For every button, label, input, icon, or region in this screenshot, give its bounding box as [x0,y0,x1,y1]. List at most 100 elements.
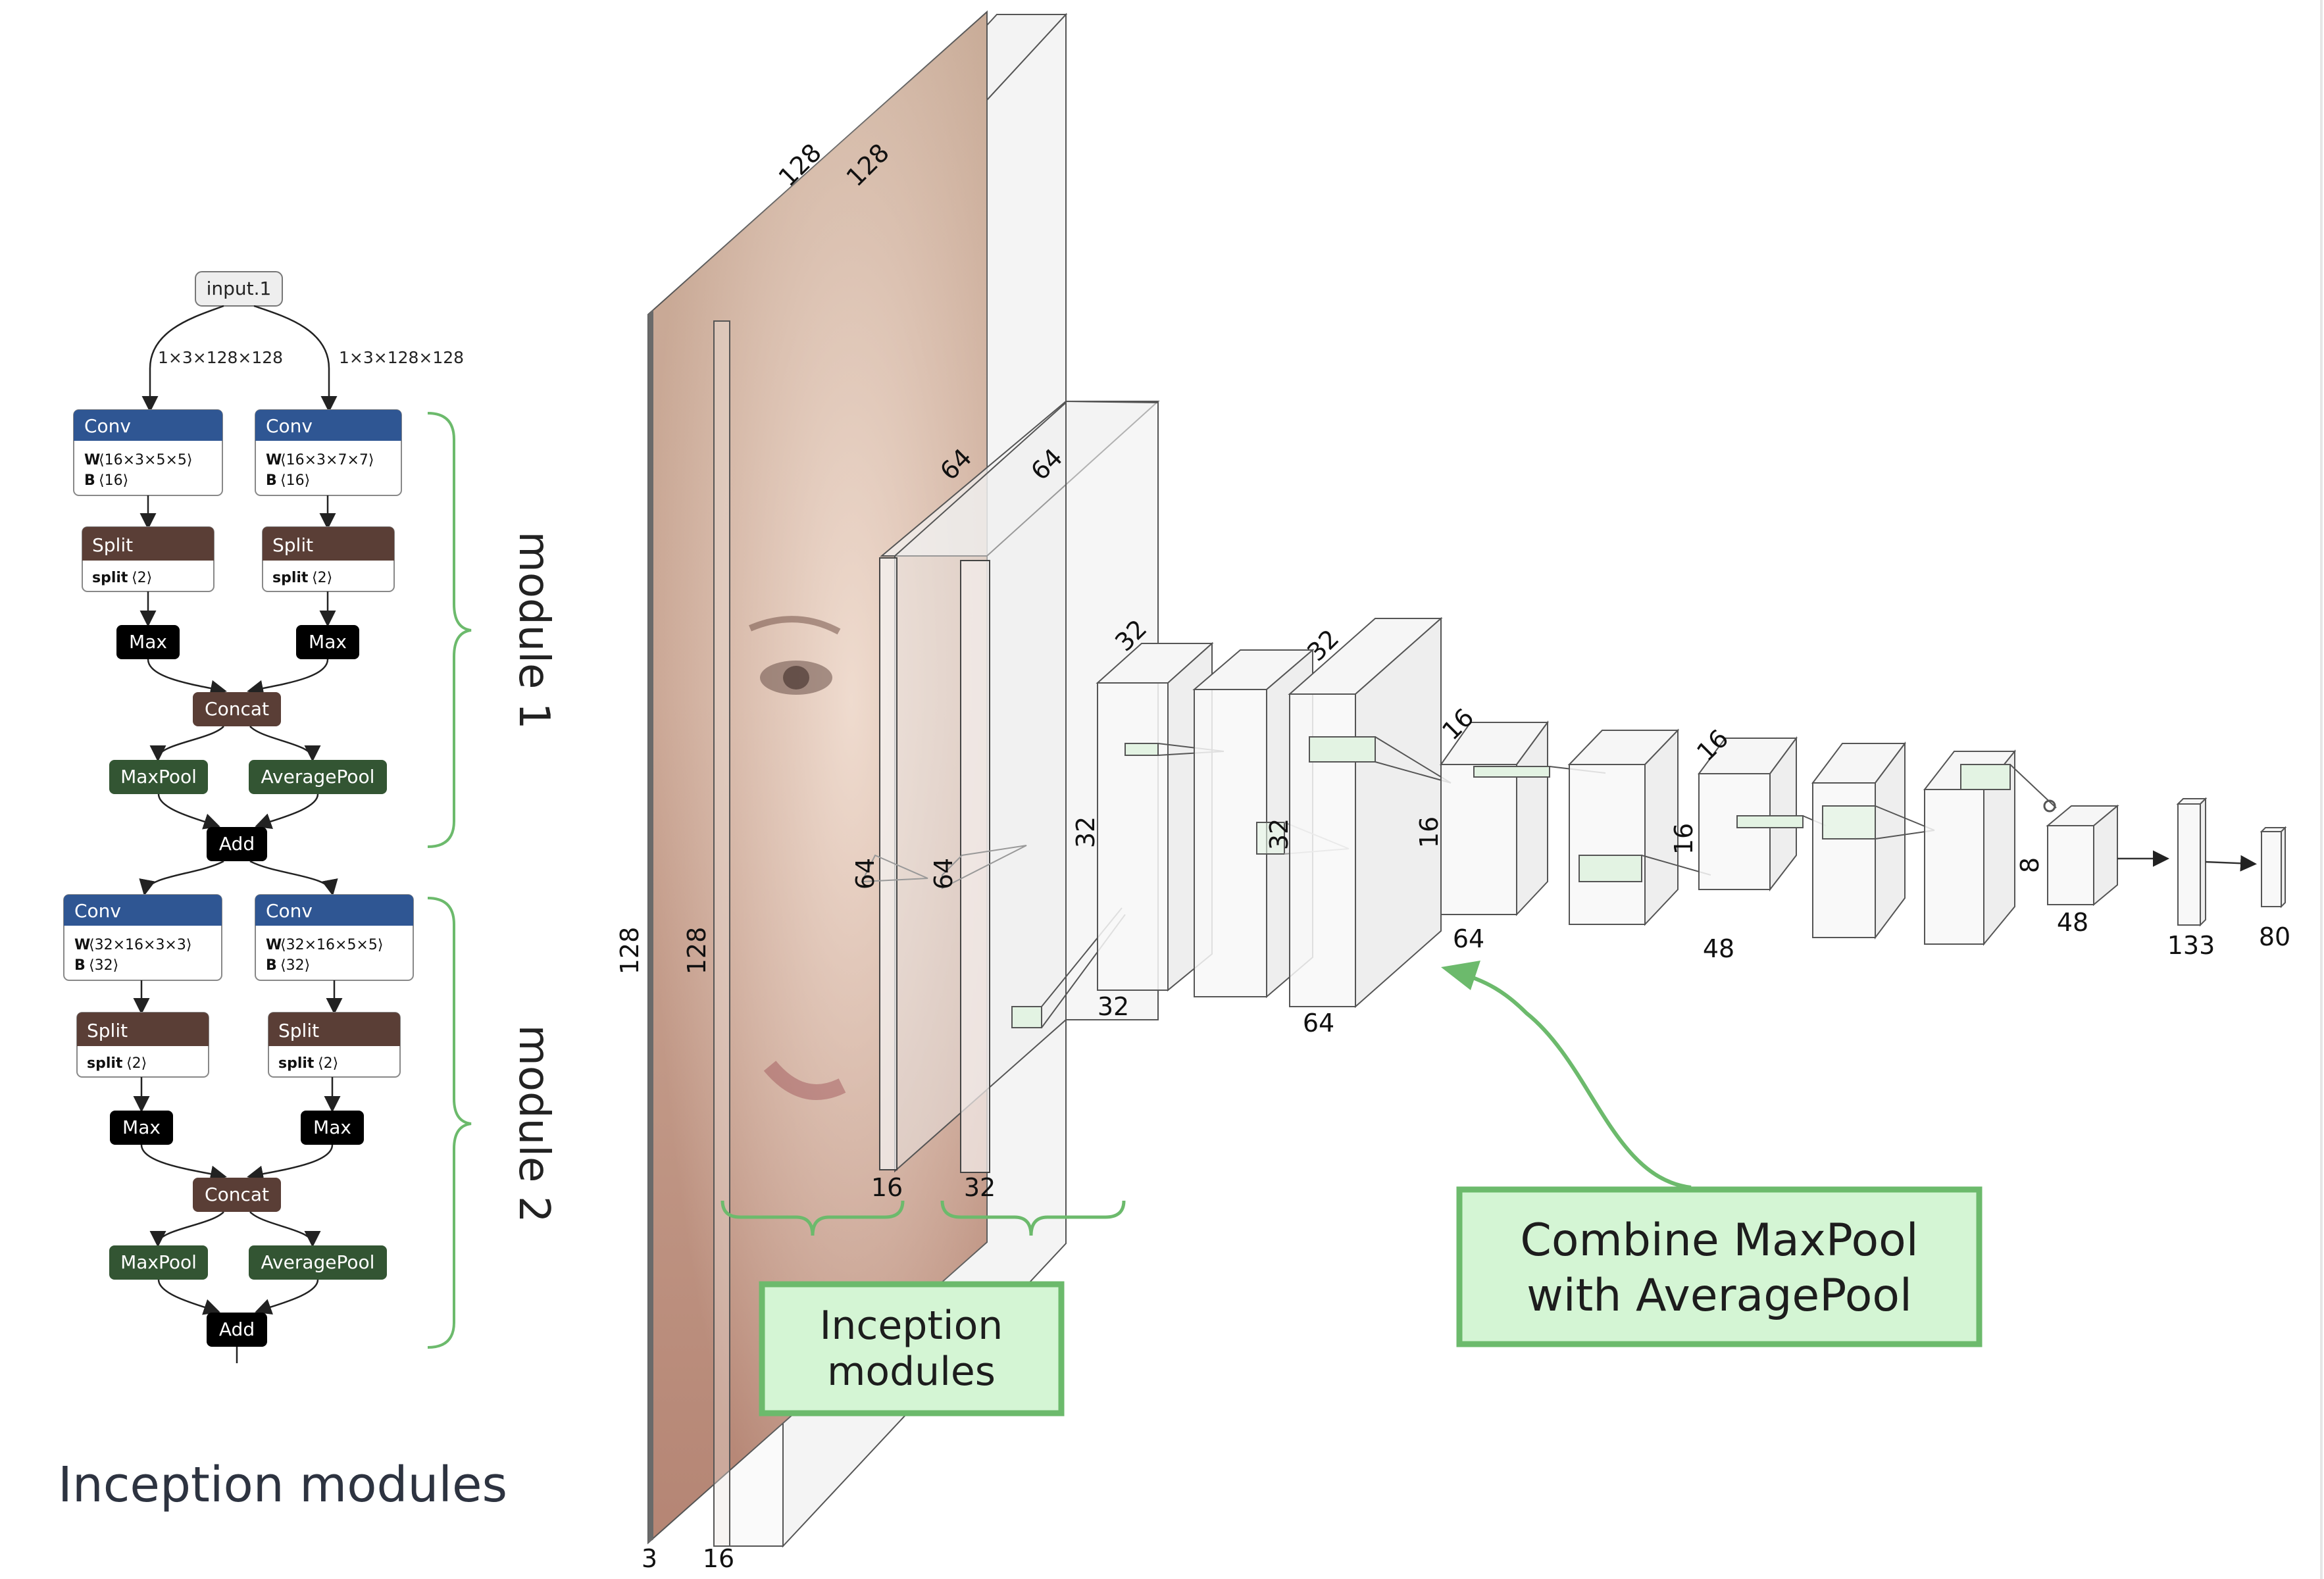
dim-label: 64 [851,858,880,890]
input-node[interactable]: input.1 [195,271,283,307]
bias-key: B [74,957,86,974]
split-node[interactable]: Split split ⟨2⟩ [262,526,395,592]
dim-label: 16 [1415,816,1444,848]
dim-label: 32 [1071,816,1100,848]
split-param: ⟨2⟩ [126,1055,147,1072]
add-node[interactable]: Add [207,1313,267,1347]
conv-title: Conv [74,900,121,922]
layer-c16e [1923,749,2057,946]
conv-node[interactable]: Conv W ⟨16×3×5×5⟩ B ⟨16⟩ [73,409,223,496]
edge [157,1279,220,1315]
conv-node[interactable]: Conv W ⟨32×16×3×3⟩ B ⟨32⟩ [63,894,222,981]
page-title: Inception modules [58,1457,507,1513]
max-node[interactable]: Max [296,625,359,659]
max-node[interactable]: Max [301,1111,364,1145]
callout-combine: Combine MaxPool with AveragePool [1456,1186,1983,1347]
avgpool-label: AveragePool [261,1251,375,1273]
edge [255,793,319,830]
max-label: Max [309,631,347,653]
dim-label: 64 [929,858,958,890]
module-1-label: module 1 [509,532,558,730]
face-mouth [763,1061,846,1100]
avgpool-node[interactable]: AveragePool [249,760,387,794]
concat-label: Concat [205,1184,269,1205]
inception-brace [720,1200,905,1236]
layer-c16a [1440,720,1606,916]
max-label: Max [122,1116,161,1138]
edge [249,726,321,762]
layer-c8 [2046,804,2119,907]
dim-label: 128 [682,927,711,975]
edge [149,1211,224,1247]
concat-node[interactable]: Concat [193,692,281,726]
weight-shape: ⟨32×16×3×3⟩ [89,937,191,953]
edge [247,1144,334,1182]
layer-c32c [1288,616,1452,1009]
conv-node[interactable]: Conv W ⟨16×3×7×7⟩ B ⟨16⟩ [255,409,402,496]
max-label: Max [129,631,167,653]
callout-line: modules [827,1349,996,1395]
inception-brace [940,1200,1126,1236]
split-title: Split [278,1020,319,1041]
maxpool-label: MaxPool [120,1251,197,1273]
weight-shape: ⟨16×3×7×7⟩ [280,452,374,468]
dim-label: 32 [1098,992,1129,1021]
edge [147,659,227,697]
split-node[interactable]: Split split ⟨2⟩ [82,526,215,592]
edge [247,659,329,697]
bias-shape: ⟨16⟩ [280,472,310,489]
dim-label: 32 [1265,818,1294,850]
weight-shape: ⟨32×16×5×5⟩ [280,937,383,953]
max-node[interactable]: Max [110,1111,173,1145]
edge [249,860,338,896]
edge [157,793,220,830]
avgpool-label: AveragePool [261,766,375,788]
add-node[interactable]: Add [207,827,267,861]
callout-inception: Inception modules [759,1281,1065,1416]
onnx-graph: input.1 1×3×128×128 1×3×128×128 Conv W ⟨… [58,271,558,1513]
concat-node[interactable]: Concat [193,1178,281,1212]
layer-c16c [1698,736,1827,891]
dim-label: 128 [615,927,644,975]
module-1-brace [427,412,472,848]
weight-shape: ⟨16×3×5×5⟩ [99,452,192,468]
weight-key: W [266,937,282,953]
maxpool-node[interactable]: MaxPool [109,760,208,794]
avgpool-node[interactable]: AveragePool [249,1245,387,1280]
maxpool-label: MaxPool [120,766,197,788]
weight-key: W [84,452,100,468]
max-node[interactable]: Max [116,625,180,659]
bias-shape: ⟨32⟩ [280,957,310,974]
edge [139,860,224,896]
split-node[interactable]: Split split ⟨2⟩ [76,1012,209,1078]
add-label: Add [219,1318,255,1340]
network-visualization: 128 128 128 128 3 16 64 64 64 64 16 32 3… [615,10,2290,1573]
layer-input [647,10,988,1545]
concat-label: Concat [205,698,269,720]
callout-arrow [1453,970,1692,1190]
bias-shape: ⟨16⟩ [99,472,128,489]
split-title: Split [272,534,313,556]
conv-title: Conv [84,415,131,437]
layer-fc2 [2260,826,2287,909]
maxpool-node[interactable]: MaxPool [109,1245,208,1280]
split-title: Split [87,1020,128,1041]
layer-c16d [1811,741,1935,940]
split-param: ⟨2⟩ [318,1055,338,1072]
bias-shape: ⟨32⟩ [89,957,118,974]
input-label: input.1 [207,278,272,299]
layer-fc1 [2176,797,2208,927]
module-2-brace [427,897,472,1349]
edge [140,1144,227,1182]
dim-label: 64 [1303,1009,1334,1038]
callout-line: Combine MaxPool [1520,1215,1918,1266]
layer-c16b [1567,728,1711,926]
split-node[interactable]: Split split ⟨2⟩ [268,1012,401,1078]
callout-line: with AveragePool [1527,1270,1912,1322]
dim-label: 80 [2259,922,2290,951]
conv-node[interactable]: Conv W ⟨32×16×5×5⟩ B ⟨32⟩ [255,894,414,981]
split-key: split [272,570,309,586]
dim-label: 64 [1453,924,1484,953]
